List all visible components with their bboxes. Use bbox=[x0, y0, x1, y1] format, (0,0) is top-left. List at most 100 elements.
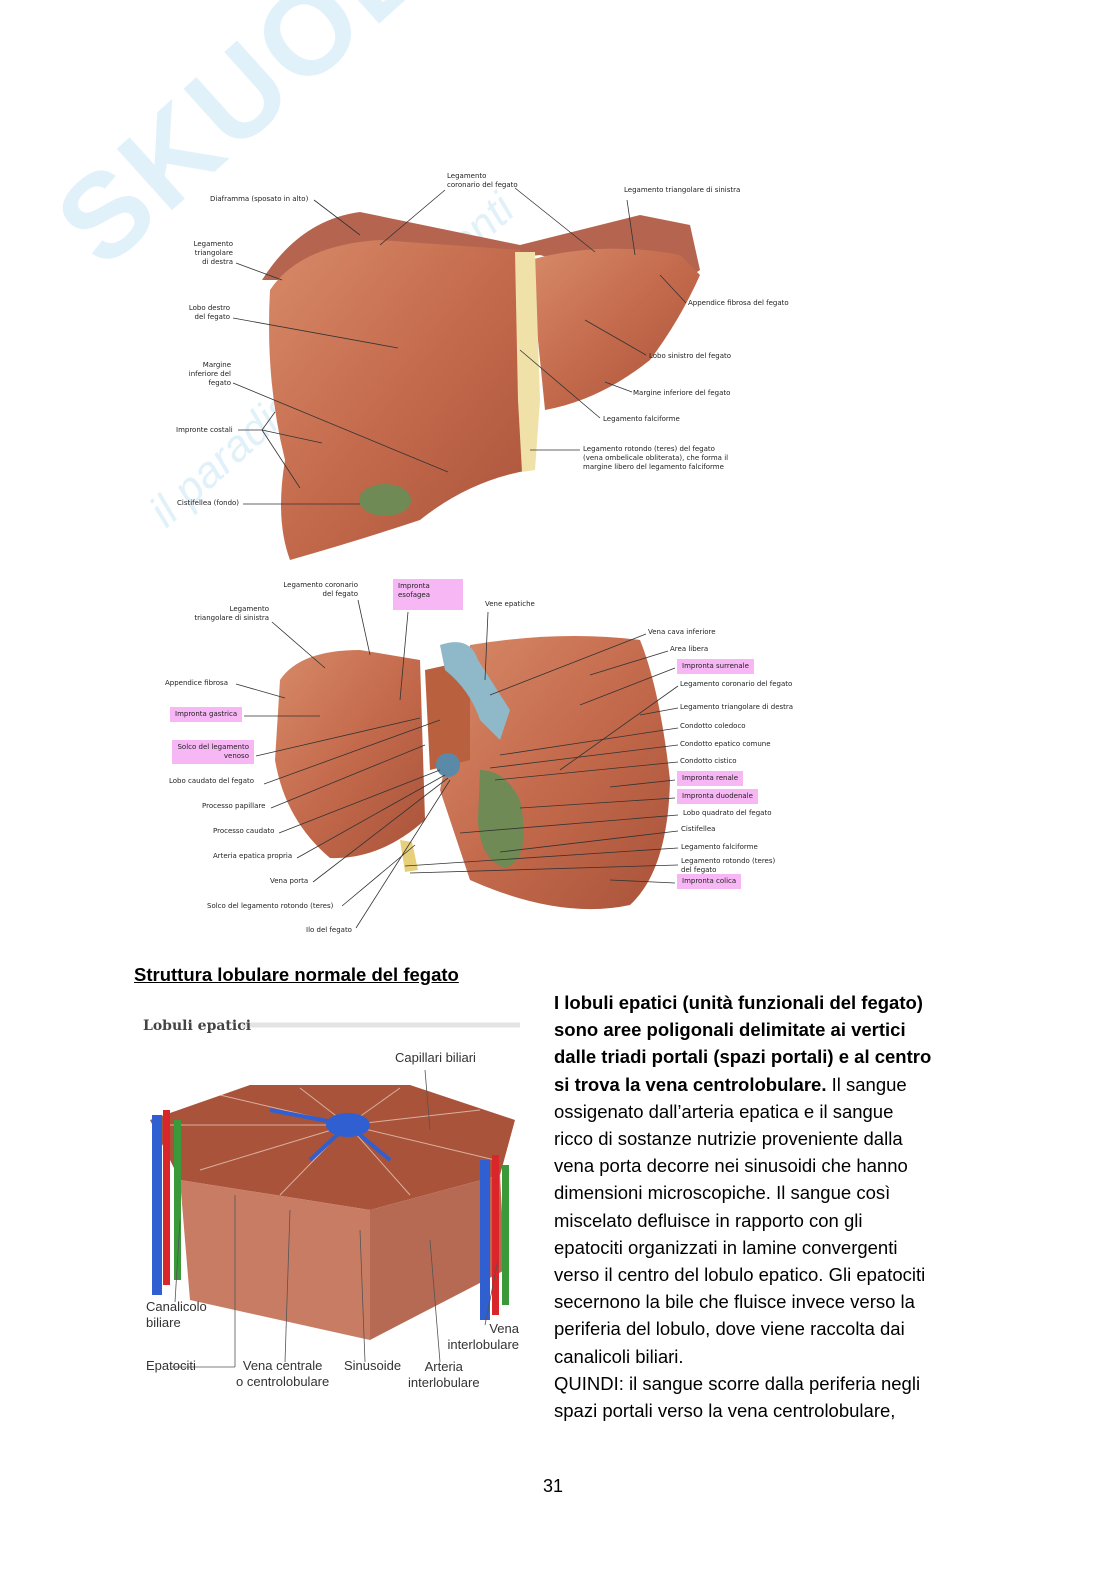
caudate-lobe bbox=[425, 660, 470, 770]
label-line: del fegato bbox=[194, 313, 230, 321]
bold-text: si trova la vena centrolobulare. bbox=[554, 1073, 827, 1095]
label-line: Margine bbox=[202, 361, 231, 369]
label-impronta-surrenale: Impronta surrenale bbox=[677, 659, 754, 674]
label-legamento-triangolare-destra: Legamento triangolare di destra bbox=[680, 703, 794, 711]
lobule-figure-title: Lobuli epatici bbox=[143, 1018, 252, 1034]
text-line: I lobuli epatici (unità funzionali del f… bbox=[554, 989, 931, 1016]
label-impronta-renale: Impronta renale bbox=[677, 771, 744, 786]
label-vena-porta: Vena porta bbox=[270, 877, 309, 885]
normal-text: epatociti organizzati in lamine converge… bbox=[554, 1236, 898, 1258]
bold-text: dalle triadi portali (spazi portali) e a… bbox=[554, 1046, 932, 1068]
label-condotto-epatico-comune: Condotto epatico comune bbox=[680, 740, 771, 748]
text-line: ossigenato dall’arteria epatica e il san… bbox=[554, 1098, 931, 1125]
label-line: biliare bbox=[146, 1315, 181, 1330]
label-legamento-triangolare-sinistra: Legamento triangolare di sinistra bbox=[624, 186, 741, 194]
hepatic-artery-left bbox=[163, 1110, 170, 1285]
label-margine-inferiore-right: Margine inferiore del fegato bbox=[633, 389, 731, 397]
text-line: spazi portali verso la vena centrolobula… bbox=[554, 1397, 931, 1424]
normal-text: verso il centro del lobulo epatico. Gli … bbox=[554, 1264, 926, 1286]
text-line: canalicoli biliari. bbox=[554, 1343, 931, 1370]
label-lobo-sinistro: Lobo sinistro del fegato bbox=[649, 352, 732, 360]
label-impronta-duodenale: Impronta duodenale bbox=[677, 789, 758, 804]
label-appendice-fibrosa: Appendice fibrosa del fegato bbox=[688, 299, 789, 307]
bold-text: I lobuli epatici (unità funzionali del f… bbox=[554, 992, 923, 1013]
label-legamento-rotondo: Legamento rotondo (teres) del fegato(ven… bbox=[583, 445, 728, 472]
bile-duct-left bbox=[174, 1120, 181, 1280]
text-line: dimensioni microscopiche. Il sangue così bbox=[554, 1179, 931, 1206]
label-line: del fegato bbox=[322, 590, 358, 598]
porta-hepatis-vessels bbox=[436, 753, 460, 777]
inferior-vena-cava bbox=[440, 642, 510, 740]
text-line: vena porta decorre nei sinusoidi che han… bbox=[554, 1152, 931, 1179]
text-line: miscelato defluisce in rapporto con gli bbox=[554, 1207, 931, 1234]
label-solco-legamento-rotondo: Solco del legamento rotondo (teres) bbox=[207, 902, 334, 910]
normal-text: ossigenato dall’arteria epatica e il san… bbox=[554, 1100, 894, 1122]
label-line: Legamento bbox=[193, 240, 233, 248]
section-title: Struttura lobulare normale del fegato bbox=[134, 964, 459, 985]
label-condotto-coledoco: Condotto coledoco bbox=[680, 722, 746, 730]
text-line: sono aree poligonali delimitate ai verti… bbox=[554, 1016, 931, 1043]
normal-text: secernono la bile che fluisce invece ver… bbox=[554, 1291, 915, 1313]
label-line: Legamento coronario bbox=[283, 581, 358, 589]
label-line: Legamento bbox=[229, 605, 269, 613]
text-line: ricco di sostanze nutrizie proveniente d… bbox=[554, 1125, 931, 1152]
label-cistifellea: Cistifellea bbox=[681, 825, 716, 833]
text-line: periferia del lobulo, dove viene raccolt… bbox=[554, 1315, 931, 1342]
hepatic-lobule-illustration bbox=[150, 1022, 520, 1368]
label-processo-papillare: Processo papillare bbox=[202, 802, 266, 810]
label-legamento-falciforme: Legamento falciforme bbox=[681, 843, 758, 851]
label-line: Vena centrale bbox=[242, 1358, 323, 1373]
body-paragraph: I lobuli epatici (unità funzionali del f… bbox=[554, 989, 931, 1424]
label-appendice-fibrosa: Appendice fibrosa bbox=[165, 679, 228, 687]
label-line: Solco del legamento bbox=[177, 743, 249, 751]
normal-text: ricco di sostanze nutrizie proveniente d… bbox=[554, 1128, 903, 1150]
label-line: Vena bbox=[489, 1321, 519, 1336]
label-line: Legamento rotondo (teres) del fegato bbox=[583, 445, 715, 453]
lobule-side-face bbox=[370, 1175, 505, 1340]
lobule-front-face bbox=[180, 1180, 370, 1340]
normal-text: periferia del lobulo, dove viene raccolt… bbox=[554, 1318, 905, 1340]
label-legamento-coronario-destra: Legamento coronario del fegato bbox=[680, 680, 793, 688]
label-line: Lobo destro bbox=[188, 304, 230, 312]
label-vene-epatiche: Vene epatiche bbox=[485, 600, 535, 608]
normal-text: Il sangue bbox=[826, 1073, 907, 1095]
label-impronta-gastrica: Impronta gastrica bbox=[170, 707, 243, 722]
label-impronta-colica: Impronta colica bbox=[677, 874, 742, 889]
label-line: margine libero del legamento falciforme bbox=[583, 463, 724, 471]
bile-duct-right bbox=[502, 1165, 509, 1305]
label-epatociti: Epatociti bbox=[146, 1358, 196, 1373]
portal-vein-right bbox=[480, 1160, 490, 1320]
label-cistifellea-fondo: Cistifellea (fondo) bbox=[177, 499, 240, 507]
label-lobo-caudato: Lobo caudato del fegato bbox=[169, 777, 255, 785]
label-line: esofagea bbox=[398, 591, 431, 599]
gallbladder bbox=[478, 770, 524, 868]
label-line: di destra bbox=[202, 258, 233, 266]
label-legamento-rotondo: Legamento rotondo (teres)del fegato bbox=[681, 857, 775, 875]
label-legamento-falciforme: Legamento falciforme bbox=[603, 415, 680, 423]
gallbladder-fundus bbox=[359, 484, 411, 516]
label-line: fegato bbox=[208, 379, 231, 387]
page-number: 31 bbox=[543, 1476, 564, 1496]
label-line: interlobulare bbox=[447, 1337, 519, 1352]
label-line: venoso bbox=[223, 752, 249, 760]
text-line: verso il centro del lobulo epatico. Gli … bbox=[554, 1261, 931, 1288]
label-line: Canalicolo bbox=[146, 1299, 207, 1314]
normal-text: QUINDI: il sangue scorre dalla periferia… bbox=[554, 1372, 921, 1394]
leader-lines-bottom bbox=[235, 599, 679, 929]
bold-text: sono aree poligonali delimitate ai verti… bbox=[554, 1019, 906, 1041]
text-line: dalle triadi portali (spazi portali) e a… bbox=[554, 1043, 931, 1070]
label-lobo-quadrato: Lobo quadrato del fegato bbox=[683, 809, 772, 817]
normal-text: dimensioni microscopiche. Il sangue così bbox=[554, 1182, 891, 1204]
leader-lines-top bbox=[232, 187, 687, 505]
label-line: (vena ombelicale obliterata), che forma … bbox=[583, 454, 729, 462]
label-line: Legamento rotondo (teres) bbox=[681, 857, 776, 865]
